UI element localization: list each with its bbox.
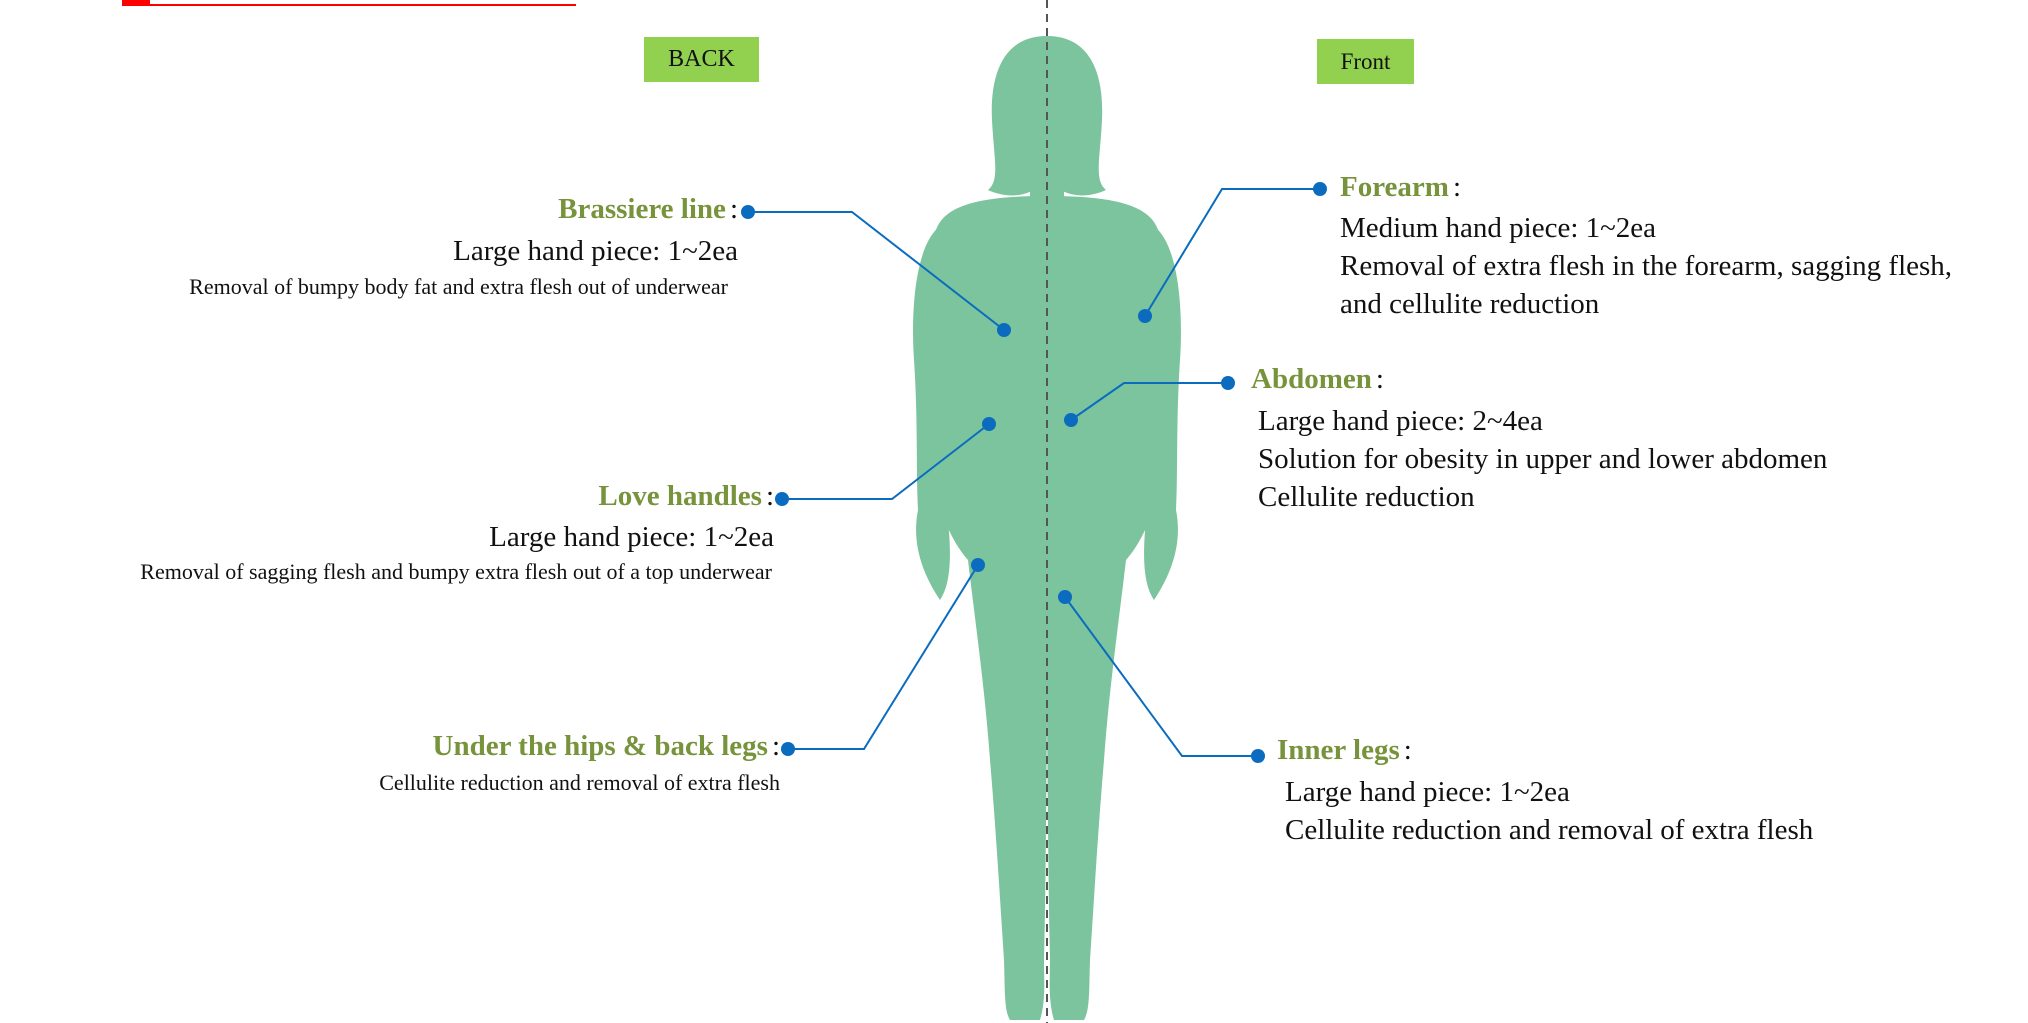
dot-inner-body: [1058, 590, 1072, 604]
abdomen-title: Abdomen: [1251, 363, 1372, 395]
dot-brassiere-body: [997, 323, 1011, 337]
hips-line1: Cellulite reduction and removal of extra…: [379, 769, 780, 797]
abdomen-line3: Cellulite reduction: [1258, 478, 1475, 516]
dot-abdomen-label: [1221, 376, 1235, 390]
dot-brassiere-label: [741, 205, 755, 219]
abdomen-colon: :: [1376, 363, 1384, 395]
brassiere-colon: :: [730, 193, 738, 225]
brassiere-title: Brassiere line: [558, 193, 726, 225]
dot-inner-label: [1251, 749, 1265, 763]
inner-line2: Cellulite reduction and removal of extra…: [1285, 811, 1813, 849]
abdomen-line1: Large hand piece: 2~4ea: [1258, 402, 1543, 440]
dot-forearm-body: [1138, 309, 1152, 323]
love-heading: Love handles :: [598, 480, 774, 513]
dot-love-body: [982, 417, 996, 431]
abdomen-heading: Abdomen :: [1251, 363, 1384, 396]
hips-colon: :: [772, 730, 780, 762]
inner-title: Inner legs: [1277, 734, 1400, 766]
love-title: Love handles: [598, 480, 762, 512]
forearm-title: Forearm: [1340, 171, 1449, 203]
forearm-line1: Medium hand piece: 1~2ea: [1340, 209, 1656, 247]
love-line2: Removal of sagging flesh and bumpy extra…: [140, 558, 772, 586]
dot-abdomen-body: [1064, 413, 1078, 427]
inner-colon: :: [1404, 734, 1412, 766]
dot-hips-label: [781, 742, 795, 756]
forearm-heading: Forearm :: [1340, 171, 1461, 204]
dot-love-label: [775, 492, 789, 506]
love-colon: :: [766, 480, 774, 512]
brassiere-line2: Removal of bumpy body fat and extra fles…: [189, 273, 728, 301]
dot-hips-body: [971, 558, 985, 572]
hips-title: Under the hips & back legs: [433, 730, 768, 762]
leader-hips: [788, 565, 978, 749]
inner-line1: Large hand piece: 1~2ea: [1285, 773, 1570, 811]
love-line1: Large hand piece: 1~2ea: [489, 518, 774, 556]
brassiere-heading: Brassiere line :: [558, 193, 738, 226]
dot-forearm-label: [1313, 182, 1327, 196]
inner-heading: Inner legs :: [1277, 734, 1412, 767]
hips-heading: Under the hips & back legs :: [433, 730, 781, 763]
abdomen-line2: Solution for obesity in upper and lower …: [1258, 440, 1827, 478]
brassiere-line1: Large hand piece: 1~2ea: [453, 232, 738, 270]
forearm-line3: and cellulite reduction: [1340, 285, 1599, 323]
forearm-line2: Removal of extra flesh in the forearm, s…: [1340, 247, 1952, 285]
forearm-colon: :: [1453, 171, 1461, 203]
